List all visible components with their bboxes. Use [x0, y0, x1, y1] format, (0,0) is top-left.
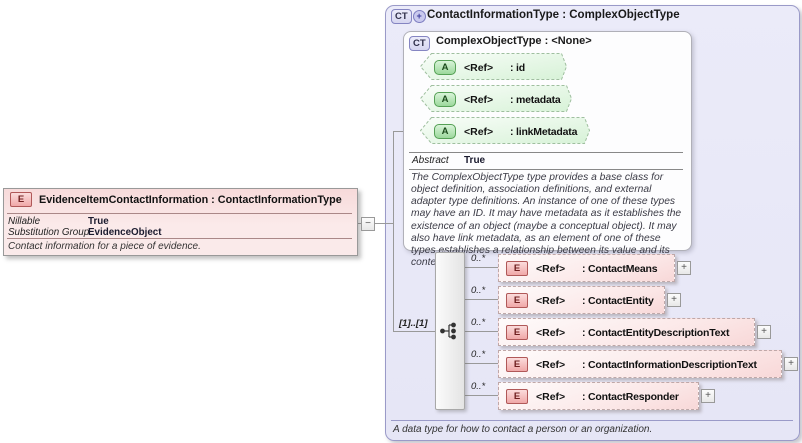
- connector-line: [357, 223, 393, 224]
- element-ref-label: <Ref>: [536, 294, 566, 307]
- base-type-title: ComplexObjectType : <None>: [436, 35, 592, 47]
- element-ref-label: <Ref>: [536, 390, 566, 403]
- sequence-icon: [440, 322, 456, 340]
- attribute-name: : metadata: [510, 93, 561, 106]
- element-ref-contactentity[interactable]: E <Ref> : ContactEntity: [498, 286, 665, 314]
- connector-line: [463, 299, 498, 300]
- attribute-name: : id: [510, 61, 525, 74]
- base-type-icon: CT: [409, 36, 430, 51]
- element-icon: E: [506, 357, 528, 372]
- element-ref-label: <Ref>: [536, 262, 566, 275]
- abstract-value: True: [464, 155, 486, 166]
- divider: [409, 169, 683, 170]
- attribute-ref-linkmetadata[interactable]: A <Ref> : linkMetadata: [420, 117, 590, 144]
- element-title: EvidenceItemContactInformation : Contact…: [39, 193, 342, 206]
- element-name: : ContactEntityDescriptionText: [582, 326, 730, 339]
- element-icon: E: [10, 192, 32, 207]
- plus-badge-icon: +: [412, 10, 426, 23]
- connector-line: [463, 395, 498, 396]
- attribute-name: : linkMetadata: [510, 125, 578, 138]
- expand-toggle[interactable]: +: [757, 325, 771, 339]
- ct-chip-icon: CT: [409, 36, 430, 51]
- element-name: : ContactMeans: [582, 262, 658, 275]
- connector-line: [393, 131, 394, 332]
- cardinality-label: 0..*: [471, 253, 486, 264]
- cardinality-label: 0..*: [471, 317, 486, 328]
- element-ref-contactmeans[interactable]: E <Ref> : ContactMeans: [498, 254, 675, 282]
- cardinality-label: 0..*: [471, 349, 486, 360]
- element-ref-contactentitydescriptiontext[interactable]: E <Ref> : ContactEntityDescriptionText: [498, 318, 755, 346]
- attribute-ref-label: <Ref>: [464, 61, 494, 74]
- element-box-evidenceitemcontactinformation[interactable]: [3, 188, 358, 256]
- complex-type-description: A data type for how to contact a person …: [393, 424, 653, 435]
- element-ref-label: <Ref>: [536, 358, 566, 371]
- attribute-shape: [420, 53, 567, 80]
- element-ref-contactresponder[interactable]: E <Ref> : ContactResponder: [498, 382, 699, 410]
- element-name: : ContactInformationDescriptionText: [582, 358, 757, 371]
- cardinality-label: 0..*: [471, 285, 486, 296]
- expand-toggle[interactable]: +: [677, 261, 691, 275]
- connector-line: [463, 331, 498, 332]
- collapse-toggle[interactable]: −: [361, 217, 375, 231]
- element-icon: E: [506, 389, 528, 404]
- divider: [391, 420, 793, 421]
- nillable-label: Nillable: [8, 216, 41, 227]
- attribute-icon: A: [434, 60, 456, 75]
- divider: [409, 152, 683, 153]
- connector-line: [463, 363, 498, 364]
- attribute-ref-label: <Ref>: [464, 125, 494, 138]
- attribute-ref-label: <Ref>: [464, 93, 494, 106]
- divider: [7, 238, 352, 239]
- cardinality-label: 0..*: [471, 381, 486, 392]
- expand-toggle[interactable]: +: [667, 293, 681, 307]
- attribute-ref-id[interactable]: A <Ref> : id: [420, 53, 567, 80]
- sequence-indicator[interactable]: [435, 252, 465, 410]
- connector-line: [393, 331, 435, 332]
- element-header: E EvidenceItemContactInformation : Conta…: [10, 192, 342, 207]
- base-type-description: The ComplexObjectType type provides a ba…: [411, 172, 682, 268]
- attribute-icon: A: [434, 124, 456, 139]
- expand-toggle[interactable]: +: [701, 389, 715, 403]
- element-name: : ContactResponder: [582, 390, 679, 403]
- abstract-label: Abstract: [412, 155, 449, 166]
- element-icon: E: [506, 261, 528, 276]
- complex-type-title: ContactInformationType : ComplexObjectTy…: [427, 9, 680, 21]
- attribute-ref-metadata[interactable]: A <Ref> : metadata: [420, 85, 572, 112]
- element-ref-label: <Ref>: [536, 326, 566, 339]
- substitution-group-label: Substitution Group: [8, 227, 90, 238]
- divider: [7, 213, 352, 214]
- element-ref-contactinformationdescriptiontext[interactable]: E <Ref> : ContactInformationDescriptionT…: [498, 350, 782, 378]
- element-icon: E: [506, 325, 528, 340]
- complex-type-icon: CT+: [391, 9, 426, 24]
- substitution-group-value: EvidenceObject: [88, 227, 162, 238]
- element-description: Contact information for a piece of evide…: [8, 241, 201, 252]
- expand-toggle[interactable]: +: [784, 357, 798, 371]
- sequence-cardinality: [1]..[1]: [399, 318, 428, 329]
- attribute-icon: A: [434, 92, 456, 107]
- attribute-shape: [420, 117, 590, 144]
- nillable-value: True: [88, 216, 109, 227]
- element-name: : ContactEntity: [582, 294, 654, 307]
- attribute-shape: [420, 85, 572, 112]
- ct-chip-icon: CT: [391, 9, 412, 24]
- connector-line: [463, 267, 498, 268]
- element-icon: E: [506, 293, 528, 308]
